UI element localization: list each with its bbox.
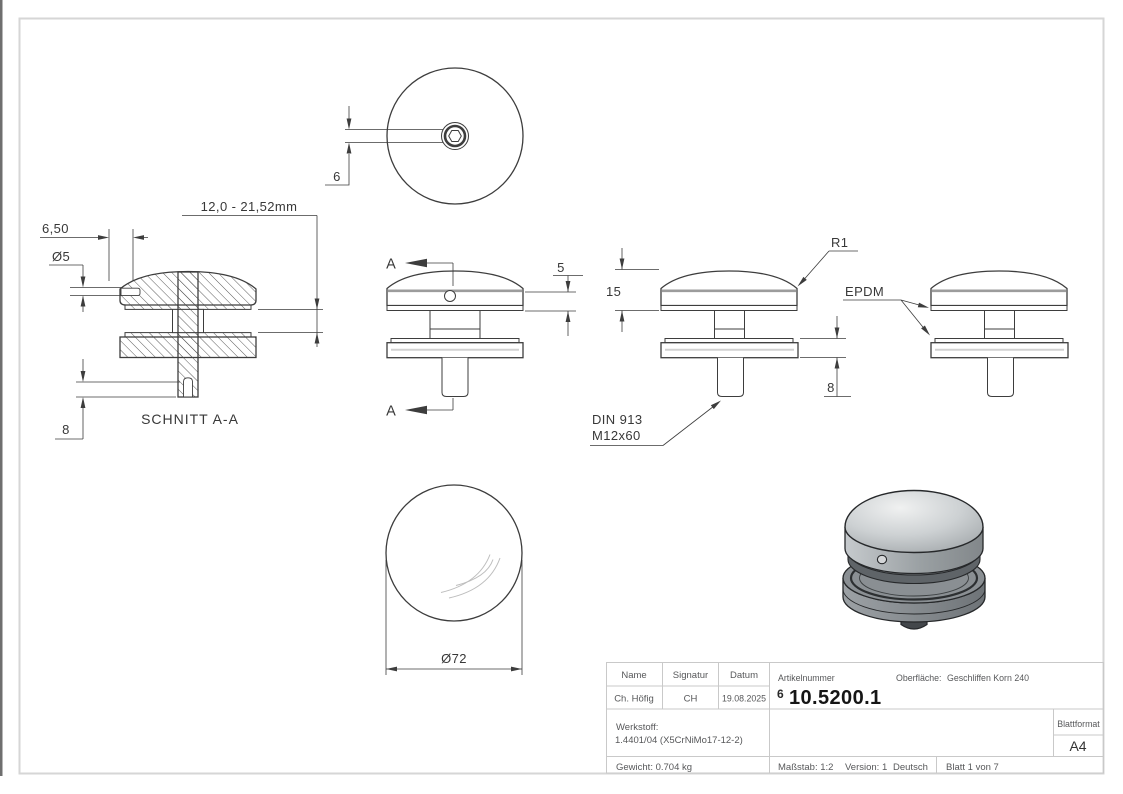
dim-hole: Ø5 bbox=[49, 249, 122, 312]
window-edge bbox=[0, 0, 3, 776]
dim-gasket-label: 5 bbox=[557, 260, 565, 275]
front-view: A A 5 bbox=[386, 257, 583, 420]
tb-name-value: Ch. Höfig bbox=[614, 694, 654, 705]
socket-ring bbox=[443, 124, 467, 148]
dim-hex-socket-label: 6 bbox=[333, 169, 341, 184]
bottom-view-outline bbox=[385, 484, 523, 622]
iso-dome bbox=[844, 489, 984, 554]
dim-slot-depth-label: 8 bbox=[62, 422, 70, 437]
dim-cap-height: 15 bbox=[606, 248, 659, 332]
top-view: 6 bbox=[325, 67, 524, 205]
bottom-view: Ø72 bbox=[385, 484, 523, 675]
section-view: SCHNITT A-A 12,0 - 21,52mm 6,50 Ø5 8 bbox=[40, 199, 323, 440]
cut-label-top: A bbox=[386, 257, 396, 273]
dim-offset: 6,50 bbox=[40, 221, 148, 281]
tb-scale: Maßstab: 1:2 bbox=[778, 762, 833, 773]
tb-date-value: 19.08.2025 bbox=[722, 694, 766, 704]
epdm-neck bbox=[984, 310, 1015, 339]
dim-glass-range-label: 12,0 - 21,52mm bbox=[201, 199, 298, 214]
dim-disc-height: 8 bbox=[800, 316, 851, 397]
tb-article-prefix: 6 bbox=[777, 687, 784, 701]
epdm-stud bbox=[987, 357, 1014, 397]
epdm-gasket-upper bbox=[930, 305, 1068, 311]
tb-version: Version: 1 bbox=[845, 762, 887, 773]
dim-offset-label: 6,50 bbox=[42, 221, 69, 236]
epdm-cap bbox=[930, 270, 1068, 307]
epdm-side-view: EPDM bbox=[843, 270, 1069, 397]
front-stud bbox=[441, 357, 469, 397]
note-epdm: EPDM bbox=[843, 284, 930, 336]
tb-article-label: Artikelnummer bbox=[778, 673, 835, 683]
sheet-frame bbox=[18, 17, 1105, 775]
iso-gap-band bbox=[847, 550, 981, 585]
tb-format-label: Blattformat bbox=[1057, 719, 1100, 729]
note-screw: DIN 913 M12x60 bbox=[590, 400, 721, 446]
dim-cap-height-label: 15 bbox=[606, 284, 621, 299]
tb-name-header: Name bbox=[621, 670, 646, 681]
section-cut-marks: A A bbox=[386, 257, 454, 420]
front-neck bbox=[429, 310, 481, 339]
tb-material-label: Werkstoff: bbox=[616, 722, 658, 733]
cut-label-bottom: A bbox=[386, 404, 396, 420]
hex-socket bbox=[448, 130, 462, 142]
iso-view bbox=[842, 489, 986, 630]
front-gasket-upper bbox=[386, 305, 524, 311]
top-view-outline bbox=[386, 67, 524, 205]
side-cap bbox=[660, 270, 798, 307]
note-radius: R1 bbox=[797, 235, 858, 287]
note-screw-line1: DIN 913 bbox=[592, 412, 643, 427]
tb-article-number: 10.5200.1 bbox=[789, 687, 882, 709]
note-radius-label: R1 bbox=[831, 235, 848, 250]
dim-diameter: Ø72 bbox=[385, 560, 523, 675]
dim-hex-socket: 6 bbox=[325, 106, 444, 186]
tb-surface-value: Geschliffen Korn 240 bbox=[947, 673, 1029, 683]
tb-date-header: Datum bbox=[730, 670, 758, 681]
side-stud bbox=[717, 357, 744, 397]
section-caption: SCHNITT A-A bbox=[141, 411, 239, 427]
tb-language: Deutsch bbox=[893, 762, 928, 773]
tb-format-value: A4 bbox=[1069, 738, 1086, 754]
section-stud-slot bbox=[183, 377, 193, 398]
dimensioned-side-view: 15 R1 8 DIN 913 M12x60 bbox=[590, 235, 858, 446]
tb-material-value: 1.4401/04 (X5CrNiMo17-12-2) bbox=[615, 735, 743, 746]
iso-set-screw-hole bbox=[876, 554, 888, 565]
dim-hole-label: Ø5 bbox=[52, 249, 70, 264]
tb-sheet: Blatt 1 von 7 bbox=[946, 762, 999, 773]
side-gasket-upper bbox=[660, 305, 798, 311]
dim-disc-height-label: 8 bbox=[827, 380, 835, 395]
dim-gasket-thickness: 5 bbox=[525, 260, 583, 336]
front-cap bbox=[386, 270, 524, 307]
tb-surface-label: Oberfläche: bbox=[896, 673, 941, 683]
tb-weight: Gewicht: 0.704 kg bbox=[616, 762, 692, 773]
dim-diameter-label: Ø72 bbox=[441, 651, 467, 666]
side-neck bbox=[714, 310, 745, 339]
dim-glass-range: 12,0 - 21,52mm bbox=[182, 199, 323, 347]
section-side-hole bbox=[120, 287, 141, 297]
dim-slot-depth: 8 bbox=[55, 359, 180, 440]
front-set-screw-hole bbox=[444, 290, 456, 302]
note-epdm-label: EPDM bbox=[845, 284, 884, 299]
tb-signature-value: CH bbox=[684, 694, 698, 705]
tb-signature-header: Signatur bbox=[673, 670, 708, 681]
title-block: Name Signatur Datum Ch. Höfig CH 19.08.2… bbox=[606, 662, 1104, 774]
note-screw-line2: M12x60 bbox=[592, 428, 641, 443]
